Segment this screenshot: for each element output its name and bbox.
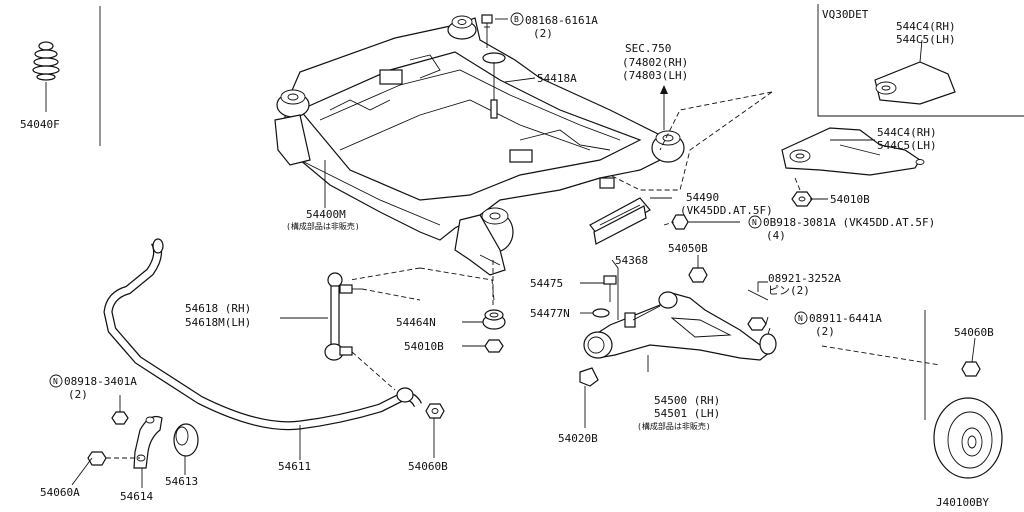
nut-08911-6441A	[747, 317, 767, 331]
inset-bracket-544C4	[874, 39, 956, 105]
label-54477N: 54477N	[530, 307, 570, 320]
label-74802: (74802(RH)	[622, 56, 688, 69]
label-54500: 54500 (RH)	[654, 394, 720, 407]
circle-N-marker	[748, 215, 762, 229]
washer-54418A-top	[482, 52, 506, 119]
label-0B918-qty: (4)	[766, 229, 786, 242]
stabilizer-bar-54611	[103, 238, 423, 431]
label-54475: 54475	[530, 277, 563, 290]
label-54050B: 54050B	[668, 242, 708, 255]
nut-54050B	[688, 267, 708, 283]
label-54618M: 54618M(LH)	[185, 316, 251, 329]
stopper-54020B	[579, 367, 599, 387]
label-54490: 54490	[686, 191, 719, 204]
bolt-54060A	[87, 451, 140, 466]
suspension-member-54400M	[281, 17, 682, 241]
nut-0B918-3081A	[671, 214, 689, 230]
nut-54060B-stab	[425, 403, 445, 419]
label-54400M: 54400M	[306, 208, 346, 221]
nut-54010B-upper	[791, 191, 813, 207]
circle-N-marker	[794, 311, 808, 325]
sec750-arrow	[660, 85, 668, 130]
label-54613: 54613	[165, 475, 198, 488]
label-08168-qty: (2)	[533, 27, 553, 40]
label-54010B-lower: 54010B	[404, 340, 444, 353]
label-08921-qty: ピン(2)	[768, 284, 810, 297]
label-54368: 54368	[615, 254, 648, 267]
member-mount-left	[274, 89, 311, 166]
bracket-544C4	[781, 127, 925, 176]
label-54614: 54614	[120, 490, 153, 503]
marker-N: N	[798, 314, 803, 323]
label-54501: 54501 (LH)	[654, 407, 720, 420]
diagram-reference-code: J40100BY	[936, 496, 989, 509]
nut-54010B-lower	[484, 339, 504, 353]
circle-N-marker	[49, 374, 63, 388]
bushing-54613	[173, 423, 199, 457]
clip-54040F	[32, 41, 60, 110]
washer-54477N	[592, 308, 610, 318]
label-08918-3401A: 08918-3401A	[64, 375, 137, 388]
marker-N: N	[752, 218, 757, 227]
member-mount-right	[651, 130, 685, 163]
stabilizer-link-54618	[324, 272, 362, 361]
bolt-54475	[603, 275, 617, 302]
label-54618: 54618 (RH)	[185, 302, 251, 315]
marker-N: N	[53, 377, 58, 386]
label-08168-6161A: 08168-6161A	[525, 14, 598, 27]
label-74803: (74803(LH)	[622, 69, 688, 82]
member-mount-front	[454, 207, 514, 276]
label-inset-544C5: 544C5(LH)	[896, 33, 956, 46]
label-54060A: 54060A	[40, 486, 80, 499]
label-544C4: 544C4(RH)	[877, 126, 937, 139]
bolt-08168-6161A	[481, 14, 508, 48]
label-sec750: SEC.750	[625, 42, 671, 55]
label-08911-qty: (2)	[815, 325, 835, 338]
label-54611: 54611	[278, 460, 311, 473]
label-54010B-upper: 54010B	[830, 193, 870, 206]
nut-54060B-hub	[961, 361, 981, 377]
label-54040F: 54040F	[20, 118, 60, 131]
frame-lines	[99, 4, 1024, 146]
leader-lines	[45, 77, 976, 488]
label-54400M-note: (構成部品は非販売)	[286, 221, 360, 231]
nut-08918-3401A	[111, 411, 129, 425]
member-mount-top-left	[447, 15, 477, 40]
clamp-54614	[133, 415, 163, 469]
lower-link-54500	[583, 291, 777, 361]
marker-B: B	[514, 15, 519, 24]
label-54490-note: (VK45DD.AT.5F)	[680, 204, 773, 217]
dashed-leaders	[349, 91, 941, 391]
bracket-54490	[589, 197, 651, 245]
part-labels: 54040F B 08168-6161A (2) 54418A SEC.750 …	[20, 8, 994, 509]
label-544C5: 544C5(LH)	[877, 139, 937, 152]
wheel-hub	[924, 310, 1003, 479]
label-54418A: 54418A	[537, 72, 577, 85]
label-inset-544C4: 544C4(RH)	[896, 20, 956, 33]
label-54464N: 54464N	[396, 316, 436, 329]
label-54501-note: (構成部品は非販売)	[637, 421, 711, 431]
bolt-54368	[624, 305, 661, 328]
pin-08921-3252A	[747, 289, 769, 301]
label-0B918-3081A: 0B918-3081A (VK45DD.AT.5F)	[763, 216, 935, 229]
label-08911-6441A: 08911-6441A	[809, 312, 882, 325]
inset-variant-label: VQ30DET	[822, 8, 869, 21]
label-54060B-stab: 54060B	[408, 460, 448, 473]
label-08921-3252A: 08921-3252A	[768, 272, 841, 285]
circle-B-marker	[510, 12, 524, 26]
label-54060B-hub: 54060B	[954, 326, 994, 339]
label-08918-qty: (2)	[68, 388, 88, 401]
label-54020B: 54020B	[558, 432, 598, 445]
bushing-54464N	[482, 309, 506, 330]
